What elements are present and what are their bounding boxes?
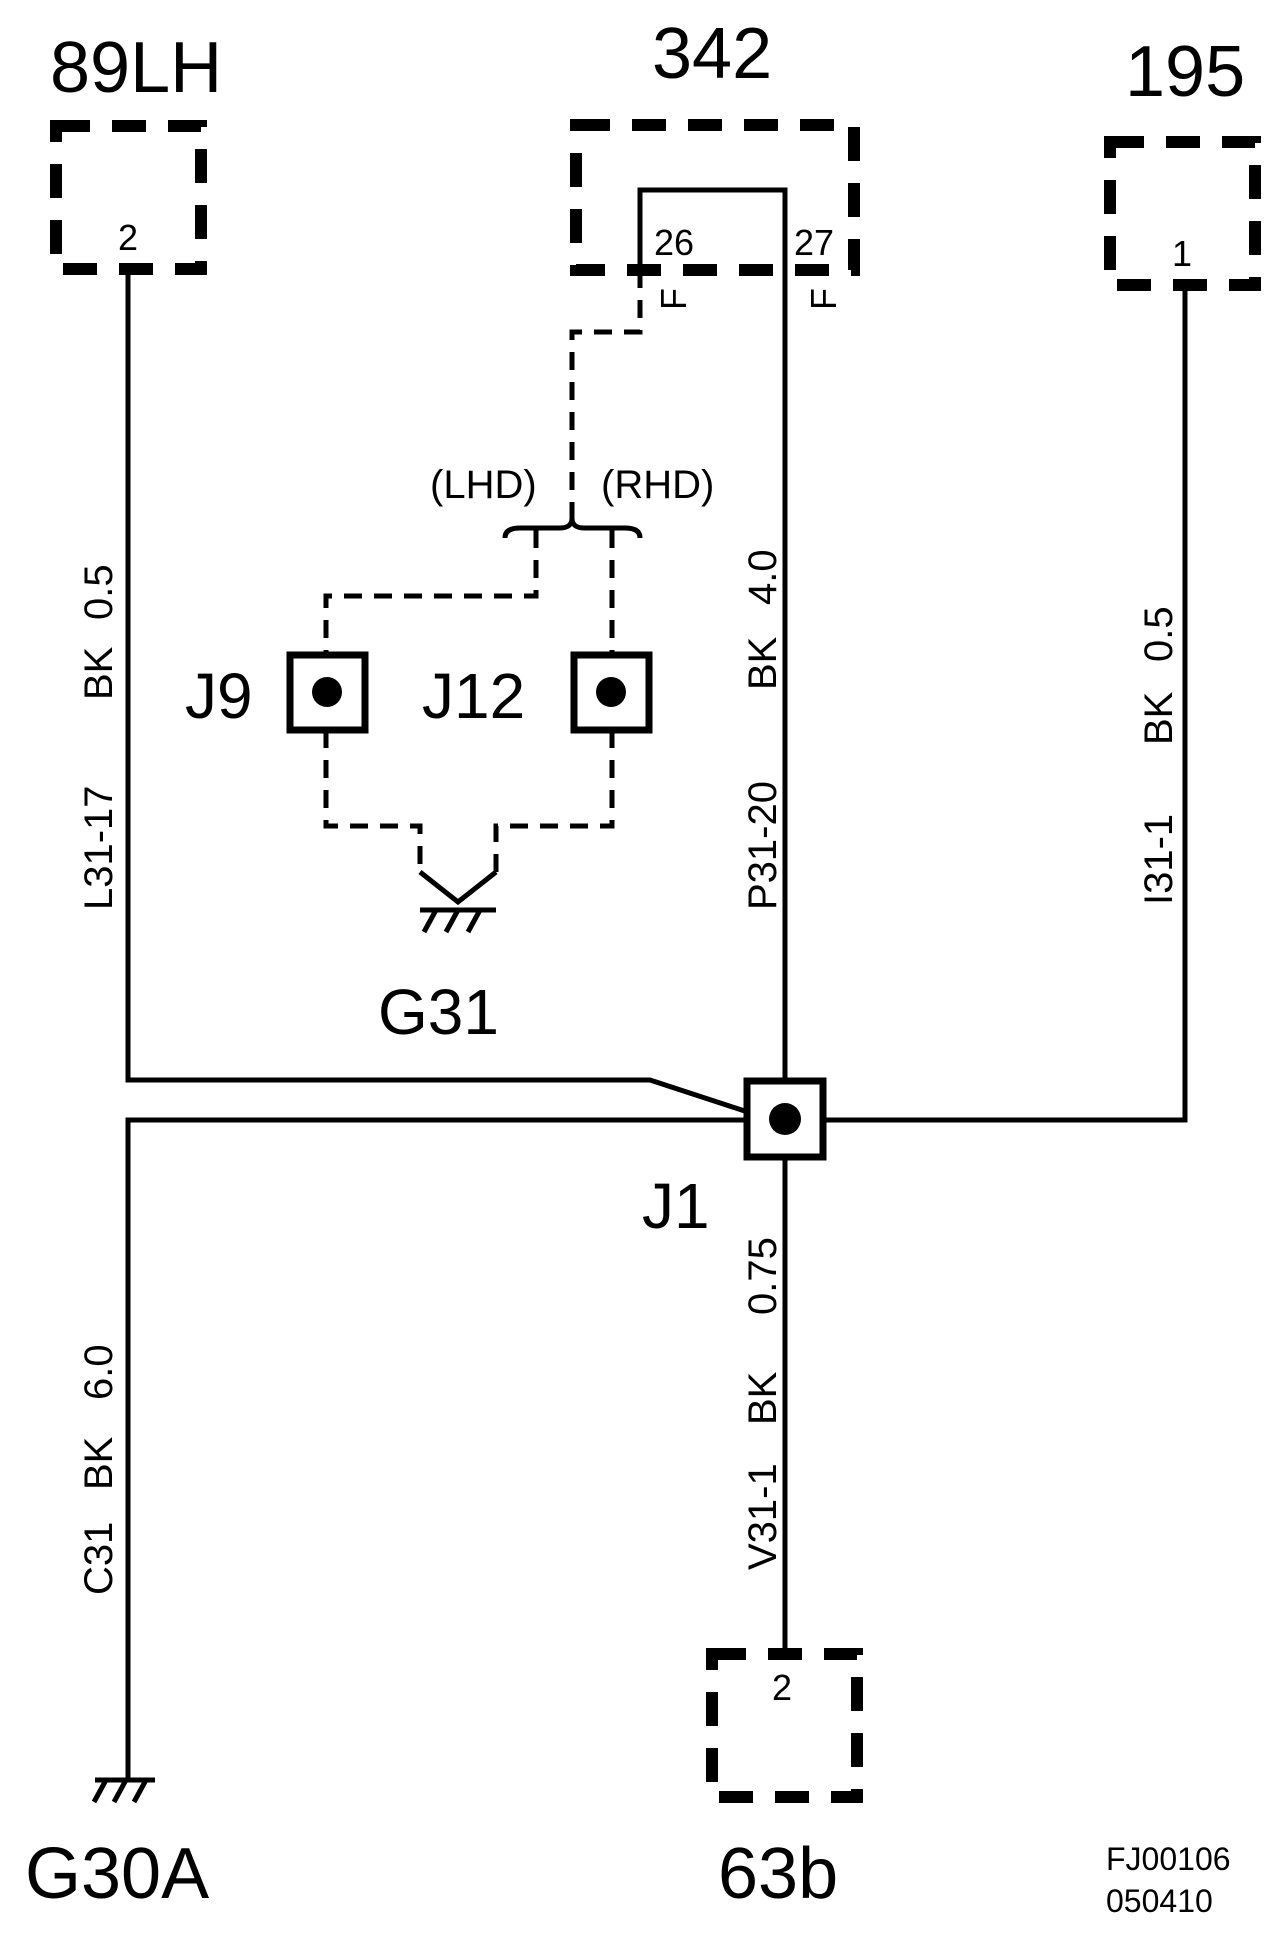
- connector-342-pin-26: 26: [654, 222, 694, 263]
- splice-j12-box: [570, 651, 653, 734]
- wire-p31-20-color: BK: [741, 636, 785, 690]
- ground-g30a-label: G30A: [25, 1834, 209, 1914]
- variant-lhd-label: (LHD): [430, 463, 537, 507]
- splice-j1-label: J1: [642, 1170, 710, 1242]
- connector-63b-box: [706, 1648, 863, 1803]
- wire-c31-color: BK: [77, 1436, 121, 1490]
- wire-c31: [125, 1117, 748, 1780]
- wire-i31-1-color: BK: [1137, 691, 1181, 745]
- wire-342-26-optional: [569, 270, 643, 520]
- wire-l31-17: [125, 272, 773, 1123]
- splice-j12-dot: [596, 677, 626, 707]
- connector-342-label: 342: [652, 14, 772, 94]
- splice-j12-label: J12: [422, 660, 525, 732]
- solid-wires: [125, 268, 1188, 1780]
- wire-lhd-to-j9: [323, 530, 539, 662]
- ground-g31-label: G31: [378, 976, 499, 1048]
- splice-j12: J12: [422, 651, 653, 734]
- wire-v31-1-color: BK: [741, 1371, 785, 1425]
- connector-342: 342 26 27 F F: [570, 14, 860, 310]
- wire-i31-1: [824, 288, 1188, 1123]
- connector-63b: 2 63b: [706, 1648, 863, 1914]
- wire-v31-1-size: 0.75: [741, 1237, 785, 1315]
- connector-63b-label: 63b: [718, 1834, 838, 1914]
- splice-j9: J9: [185, 651, 369, 734]
- connector-89lh-pin: 2: [118, 217, 138, 258]
- wire-l31-17-color: BK: [77, 646, 121, 700]
- connector-195-label: 195: [1125, 32, 1245, 112]
- connector-342-box: [570, 119, 860, 276]
- connector-195: 195 1: [1104, 32, 1261, 291]
- connector-89lh-box: [50, 120, 207, 275]
- connector-89lh: 89LH 2: [50, 28, 222, 275]
- g31-junction: [418, 870, 498, 906]
- wire-c31-size: 6.0: [77, 1344, 121, 1400]
- splice-j9-dot: [312, 677, 342, 707]
- wire-j9-to-g31: [323, 730, 423, 872]
- dashed-wires: [323, 270, 643, 906]
- connector-342-term-26: F: [653, 288, 694, 310]
- wire-i31-1-size: 0.5: [1137, 606, 1181, 662]
- wire-v31-1-id: V31-1: [741, 1463, 785, 1570]
- diagram-code-line2: 050410: [1106, 1883, 1213, 1919]
- wire-c31-id: C31: [77, 1522, 121, 1595]
- splice-j9-label: J9: [185, 660, 253, 732]
- connector-195-box: [1104, 136, 1261, 291]
- wire-p31-20-id: P31-20: [741, 781, 785, 910]
- connector-195-pin: 1: [1172, 233, 1192, 274]
- ground-g30a: G30A: [25, 1777, 209, 1914]
- ground-g31: G31: [378, 907, 499, 1048]
- variant-brace: [502, 517, 643, 539]
- wire-l31-17-size: 0.5: [77, 564, 121, 620]
- wire-j12-to-g31: [493, 730, 615, 872]
- connector-89lh-label: 89LH: [50, 28, 222, 108]
- splice-j1-dot: [769, 1103, 801, 1135]
- diagram-code-line1: FJ00106: [1106, 1841, 1231, 1877]
- wire-l31-17-id: L31-17: [77, 785, 121, 910]
- wire-i31-1-id: I31-1: [1137, 814, 1181, 905]
- splice-j1: J1: [642, 1077, 827, 1242]
- variant-rhd-label: (RHD): [601, 463, 714, 507]
- connector-342-internal-link: [637, 187, 788, 268]
- connector-63b-pin: 2: [772, 1667, 792, 1708]
- wire-p31-20-size: 4.0: [741, 549, 785, 605]
- connector-342-pin-27: 27: [794, 222, 834, 263]
- connector-342-term-27: F: [803, 288, 844, 310]
